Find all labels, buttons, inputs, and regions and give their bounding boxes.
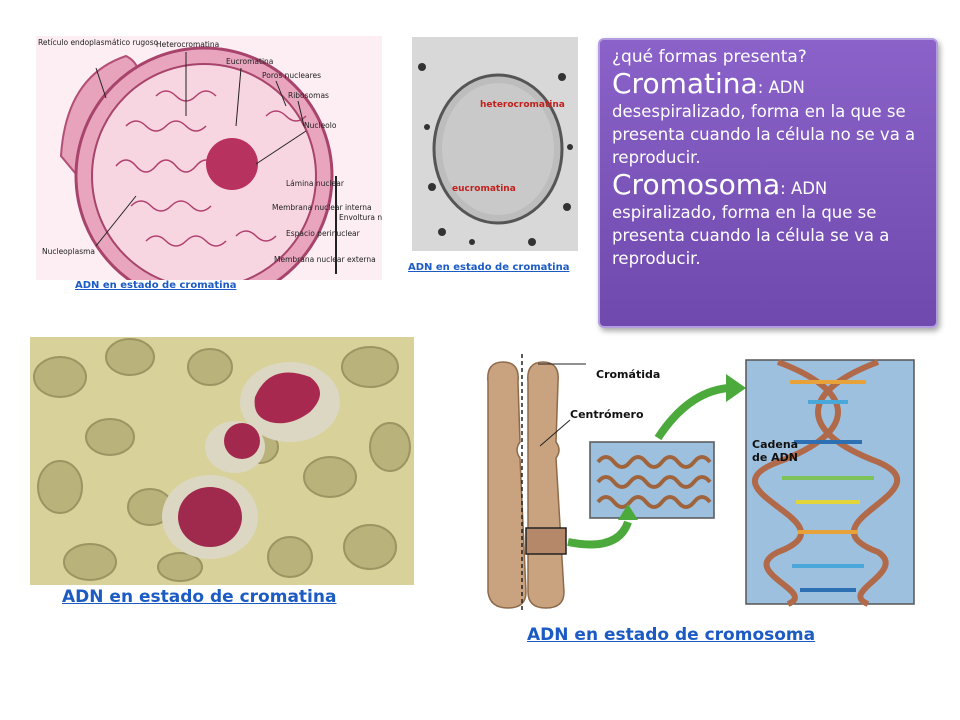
label-espacio: Espacio perinuclear (286, 229, 361, 238)
chromatid-left (487, 361, 527, 609)
arrow-1 (567, 520, 632, 549)
cromosoma-paragraph: Cromosoma: ADN espiralizado, forma en la… (612, 169, 926, 270)
label-membrana-externa: Membrana nuclear externa (274, 255, 376, 264)
label-nucleolo: Nucleolo (304, 121, 337, 130)
cromatina-paragraph: Cromatina: ADN desespiralizado, forma en… (612, 68, 926, 169)
zoom-box-small (525, 527, 567, 555)
label-ribosomas: Ribosomas (288, 91, 329, 100)
label-centromero: Centrómero (570, 408, 644, 421)
label-heterocromatina: Heterocromatina (156, 40, 219, 49)
caption-micrograph-link[interactable]: ADN en estado de cromatina (408, 262, 570, 273)
micrograph-figure: heterocromatina eucromatina (412, 37, 578, 251)
micrograph-image: heterocromatina eucromatina (412, 37, 578, 251)
blood-smear-figure (30, 337, 414, 585)
label-poros: Poros nucleares (262, 71, 321, 80)
nucleolus (206, 138, 258, 190)
label-envoltura: Envoltura nuclear (339, 213, 382, 222)
chromosome-diagram: Cromátida Centrómero (487, 354, 915, 610)
blood-smear-image (30, 337, 414, 585)
cell-diagram-figure: Retículo endoplasmático rugoso Heterocro… (36, 36, 406, 306)
chromatin-squiggles (115, 90, 307, 247)
chromatid-right (527, 361, 565, 609)
caption-chromosome-link[interactable]: ADN en estado de cromosoma (527, 625, 816, 645)
label-eucromatina: Eucromatina (226, 57, 273, 66)
label-cromatida: Cromátida (596, 368, 660, 381)
caption-blood-smear-link[interactable]: ADN en estado de cromatina (62, 587, 337, 607)
arrow-2 (654, 384, 729, 441)
label-hetero: heterocromatina (480, 100, 565, 110)
cromosoma-definition: : ADN espiralizado, forma en la que se p… (612, 179, 890, 268)
label-nucleoplasma: Nucleoplasma (42, 247, 95, 256)
cromatina-term: Cromatina (612, 67, 758, 100)
panel-question: ¿qué formas presenta? (612, 47, 807, 67)
label-membrana-interna: Membrana nuclear interna (272, 203, 372, 212)
label-reticulo: Retículo endoplasmático rugoso (38, 38, 159, 47)
label-eu: eucromatina (452, 184, 516, 194)
label-lamina: Lámina nuclear (286, 179, 345, 188)
caption-cell-diagram-link[interactable]: ADN en estado de cromatina (75, 280, 237, 291)
cromosoma-term: Cromosoma (612, 168, 781, 201)
nucleus-diagram: Retículo endoplasmático rugoso Heterocro… (36, 36, 406, 306)
info-panel: ¿qué formas presenta? Cromatina: ADN des… (598, 38, 938, 328)
chromosome-figure: Cromátida Centrómero (478, 352, 918, 612)
cromatina-definition: : ADN desespiralizado, forma en la que s… (612, 78, 916, 167)
